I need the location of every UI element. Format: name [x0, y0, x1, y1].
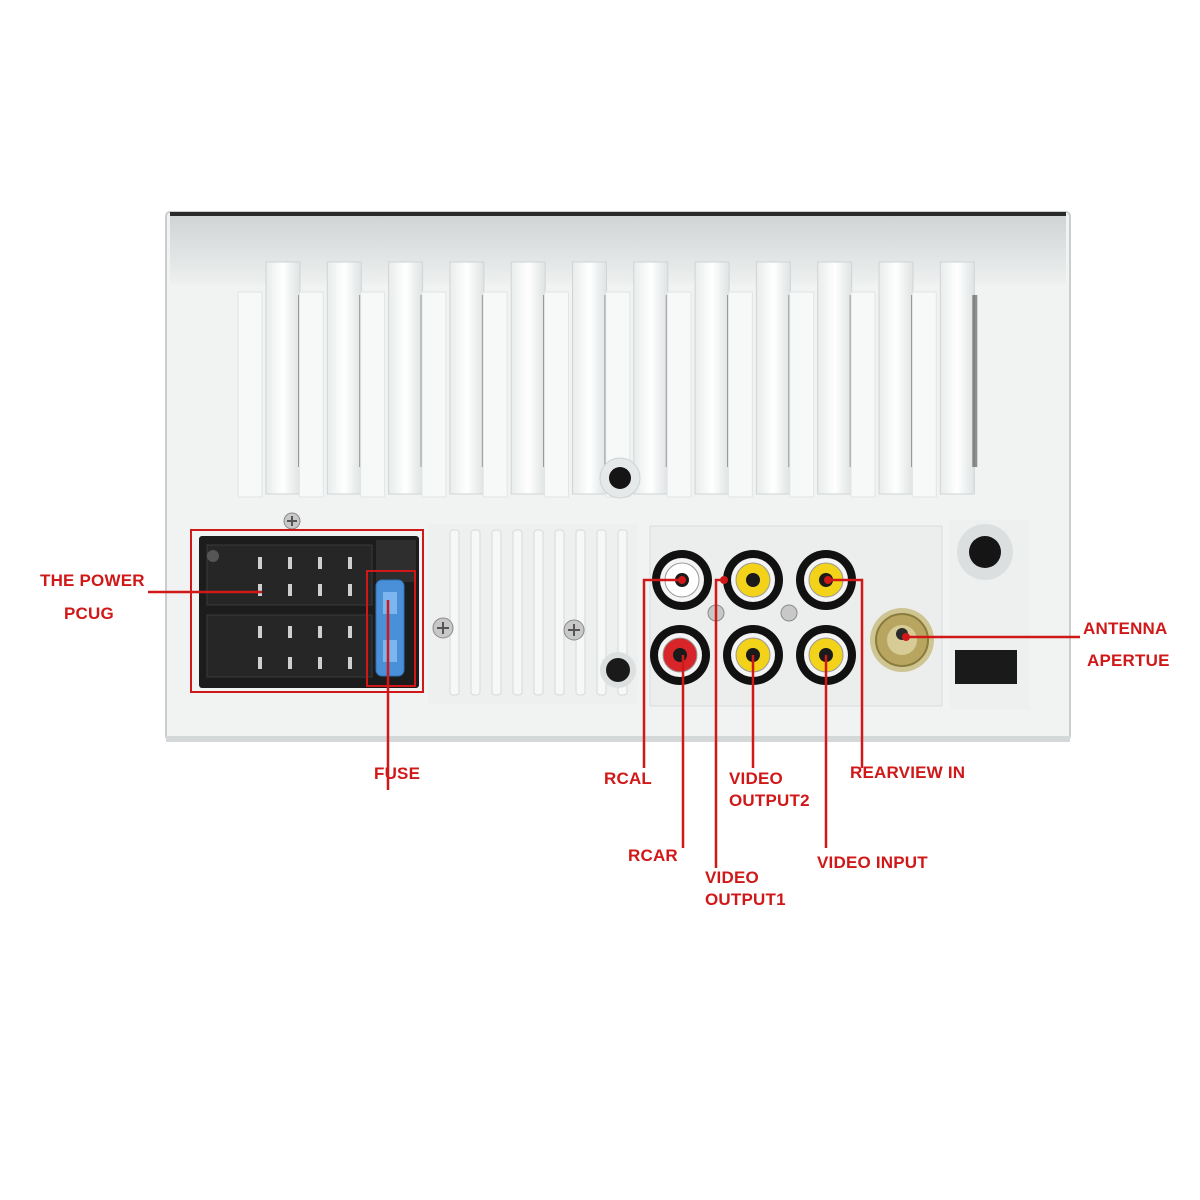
connector-pin [258, 657, 262, 669]
label-power-plug-line2: PCUG [64, 604, 114, 623]
fin [727, 261, 794, 498]
screw-icon [432, 617, 454, 639]
fin [360, 261, 426, 498]
label-rcal: RCAL [604, 769, 653, 788]
connector-pin [318, 657, 322, 669]
screw-icon [283, 512, 301, 530]
connector-pin [258, 626, 262, 638]
connector-pin [258, 557, 262, 569]
vent-slot [512, 529, 523, 696]
label-antenna-line2: APERTUE [1087, 651, 1170, 670]
leader-lines [148, 578, 1080, 868]
vent-slot [470, 529, 481, 696]
fin [237, 261, 303, 498]
blade-fuse-icon [366, 570, 416, 687]
connector-pin [318, 557, 322, 569]
rca-jack-video-output1 [723, 550, 783, 610]
fin [911, 261, 978, 498]
mic-hole [606, 658, 630, 682]
mount-hole-top [599, 457, 641, 499]
fin [666, 261, 733, 498]
fin [421, 261, 487, 498]
leader-dots [678, 576, 910, 641]
label-rearview-in: REARVIEW IN [850, 763, 966, 782]
vent-slot [491, 529, 502, 696]
rca-jack-rcar [650, 625, 710, 685]
connector-pin [348, 557, 352, 569]
screw-icon [563, 619, 585, 641]
connector-pin [288, 626, 292, 638]
vent-slot [533, 529, 544, 696]
label-power-plug-line1: THE POWER [40, 571, 145, 590]
label-video-output2-line1: VIDEO [729, 769, 783, 788]
connector-pin [348, 584, 352, 596]
connector-pin [258, 584, 262, 596]
vent-slot [596, 529, 607, 696]
vent-grill [283, 512, 638, 704]
connector-pin [348, 657, 352, 669]
connector-pin [348, 626, 352, 638]
label-video-output1-line1: VIDEO [705, 868, 759, 887]
label-video-input: VIDEO INPUT [817, 853, 928, 872]
iso-power-connector-icon [190, 529, 424, 693]
connector-pin [318, 626, 322, 638]
connector-pin [318, 584, 322, 596]
vent-slot [449, 529, 460, 696]
connector-pin [288, 657, 292, 669]
fin [544, 261, 610, 498]
cooling-fins [237, 261, 978, 498]
label-rcar: RCAR [628, 846, 678, 865]
fin [789, 261, 855, 498]
label-video-output2-line2: OUTPUT2 [729, 791, 810, 810]
vent-slot [575, 529, 586, 696]
connector-pin [288, 584, 292, 596]
fin [482, 261, 549, 498]
fin [298, 261, 365, 498]
antenna-socket-icon [870, 520, 1030, 710]
screw-icon [780, 604, 798, 622]
vent-slot [554, 529, 565, 696]
label-antenna-line1: ANTENNA [1083, 619, 1168, 638]
fin [850, 261, 916, 498]
connector-pin [288, 557, 292, 569]
label-fuse: FUSE [374, 764, 421, 783]
label-video-output1-line2: OUTPUT1 [705, 890, 786, 909]
